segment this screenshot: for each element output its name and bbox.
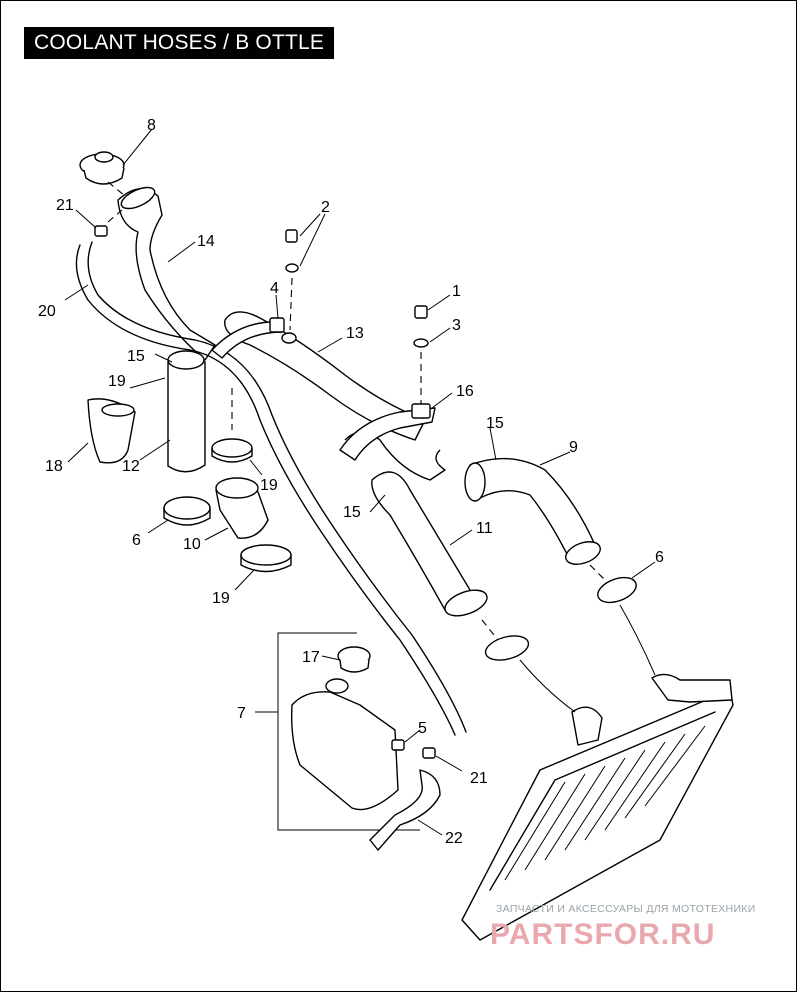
callout-11: 11 — [476, 520, 493, 537]
filler-cap — [79, 151, 125, 185]
bracket-16 — [339, 403, 436, 461]
leader-8 — [122, 128, 153, 166]
bottle-cap-17 — [337, 646, 371, 673]
callout-4: 4 — [270, 280, 279, 297]
fitting-5 — [391, 739, 405, 751]
clamp-6-left — [163, 496, 211, 526]
leader-9 — [539, 451, 571, 466]
radiator — [461, 673, 734, 941]
leader-21-top — [75, 209, 97, 229]
overflow-hose-20-b — [87, 241, 467, 733]
strap-clamp-4 — [211, 317, 285, 359]
callout-6-left: 6 — [132, 532, 141, 549]
drain-hose-22 — [369, 769, 441, 851]
callout-13: 13 — [346, 325, 364, 342]
callout-19-left: 19 — [108, 373, 126, 390]
leader-16 — [431, 392, 453, 409]
clamp-19-mid — [211, 438, 253, 463]
leader-14 — [167, 241, 196, 263]
overflow-hose-20-a — [75, 244, 456, 736]
callout-16: 16 — [456, 383, 474, 400]
screw-washer-2 — [285, 229, 299, 273]
watermark-tagline: ЗАПЧАСТИ И АКСЕССУАРЫ ДЛЯ МОТОТЕХНИКИ — [496, 903, 756, 915]
leader-19-mid — [249, 459, 263, 476]
callout-10: 10 — [183, 536, 201, 553]
callout-19-lower: 19 — [212, 590, 230, 607]
leader-18 — [67, 442, 89, 463]
callout-5: 5 — [418, 720, 427, 737]
crossover-hose-13 — [224, 311, 446, 481]
callout-1: 1 — [452, 283, 461, 300]
dashed-line-2 — [289, 277, 293, 331]
callout-21-top: 21 — [56, 197, 74, 214]
callout-21-lower: 21 — [470, 770, 488, 787]
leader-21-lower — [435, 755, 463, 772]
leader-2b — [299, 213, 326, 267]
leader-22 — [417, 819, 443, 836]
callout-14: 14 — [197, 233, 215, 250]
leader-10 — [204, 527, 229, 541]
hose-thin-left — [519, 659, 576, 713]
callout-2: 2 — [321, 199, 330, 216]
screw-hole — [281, 332, 297, 344]
bolt-washer-1-3 — [413, 305, 429, 348]
hose-9 — [464, 457, 601, 565]
leader-5 — [404, 729, 421, 743]
hose-11 — [371, 471, 488, 617]
leader-6-left — [147, 519, 169, 534]
callout-8: 8 — [147, 117, 156, 134]
leader-15-top — [154, 353, 173, 363]
fitting-21-top — [94, 225, 108, 237]
coolant-bottle — [290, 678, 399, 811]
leader-20 — [64, 284, 89, 301]
callout-12: 12 — [122, 458, 140, 475]
leader-19-left — [129, 377, 166, 389]
filler-neck-hose — [117, 186, 216, 361]
leader-13 — [317, 337, 343, 353]
leader-6-right — [631, 561, 656, 579]
callout-7: 7 — [237, 705, 246, 722]
leader-15-mid — [369, 494, 386, 513]
callout-15-mid: 15 — [343, 504, 361, 521]
fitting-21-lower — [422, 747, 436, 759]
leader-1 — [427, 294, 451, 311]
hose-thin-right — [619, 604, 656, 676]
clamp-6-right — [597, 576, 637, 604]
clamp-19-lower — [240, 544, 292, 573]
adapter-18 — [87, 398, 136, 464]
callout-20: 20 — [38, 303, 56, 320]
callout-17: 17 — [302, 649, 320, 666]
clamp-lower-mid — [484, 635, 530, 661]
hose-10 — [215, 477, 269, 539]
leader-17 — [321, 655, 341, 661]
callout-15-right: 15 — [486, 415, 504, 432]
dashed-line-11 — [481, 619, 499, 641]
group-bracket-7 — [277, 632, 420, 831]
callout-3: 3 — [452, 317, 461, 334]
leader-19-lower — [234, 569, 255, 591]
leader-11 — [449, 529, 473, 546]
watermark-logo: PARTSFOR.RU — [490, 918, 715, 951]
leader-3 — [429, 327, 451, 343]
dashed-line-9 — [589, 564, 606, 581]
dashed-line-cap — [107, 181, 131, 201]
callout-15-top: 15 — [127, 348, 145, 365]
callout-18: 18 — [45, 458, 63, 475]
callout-9: 9 — [569, 439, 578, 456]
leader-2a — [299, 213, 321, 237]
page-title: COOLANT HOSES / B OTTLE — [24, 27, 335, 59]
callout-22: 22 — [445, 830, 463, 847]
leader-4 — [275, 294, 279, 319]
leader-15-right — [489, 427, 497, 461]
hose-12 — [167, 350, 206, 473]
leader-12 — [139, 439, 171, 461]
callout-19-mid: 19 — [260, 477, 278, 494]
dashed-line-21 — [107, 209, 123, 223]
callout-6-right: 6 — [655, 549, 664, 566]
